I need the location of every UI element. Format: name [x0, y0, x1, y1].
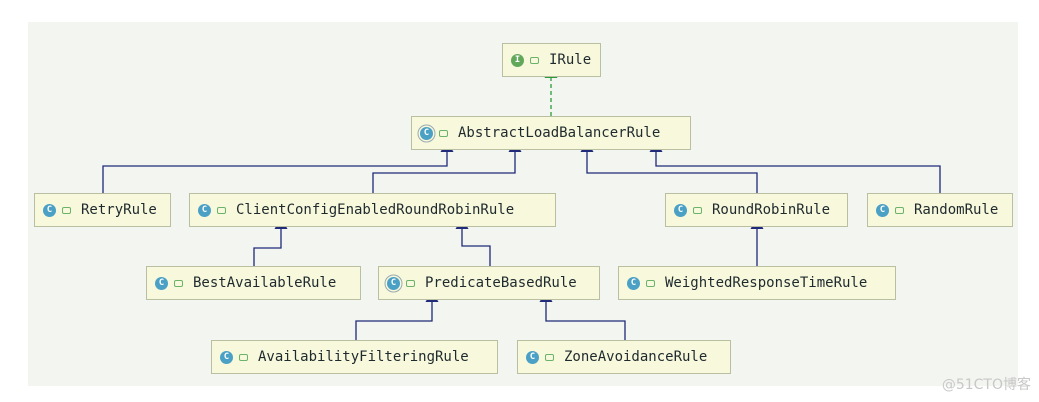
- node-availability-filtering-rule[interactable]: C AvailabilityFilteringRule: [211, 340, 498, 374]
- public-visibility-icon: [693, 206, 702, 214]
- edge-ccerr-to-alb: [372, 140, 522, 193]
- node-zone-avoidance-rule[interactable]: C ZoneAvoidanceRule: [517, 340, 731, 374]
- public-visibility-icon: [545, 353, 554, 361]
- abstract-class-icon: C: [420, 126, 433, 140]
- node-irule[interactable]: I IRule: [502, 43, 601, 77]
- edge-rr-to-alb: [580, 140, 758, 193]
- public-visibility-icon: [62, 206, 71, 214]
- node-label: RetryRule: [81, 202, 157, 218]
- watermark: @51CTO博客: [941, 377, 1031, 393]
- class-icon: C: [627, 276, 640, 290]
- node-label: ZoneAvoidanceRule: [564, 349, 708, 365]
- node-label: WeightedResponseTimeRule: [665, 275, 868, 291]
- edge-pred-to-ccerr: [455, 217, 491, 266]
- node-predicate-based-rule[interactable]: C PredicateBasedRule: [378, 266, 600, 300]
- public-visibility-icon: [174, 279, 183, 287]
- node-label: AvailabilityFilteringRule: [258, 349, 469, 365]
- node-abstract-load-balancer-rule[interactable]: C AbstractLoadBalancerRule: [411, 116, 691, 150]
- node-client-config-enabled-round-robin-rule[interactable]: C ClientConfigEnabledRoundRobinRule: [189, 193, 556, 227]
- class-icon: C: [198, 203, 211, 217]
- edge-random-to-alb: [649, 140, 941, 193]
- edge-avail-to-pred: [355, 290, 439, 340]
- node-label: RoundRobinRule: [712, 202, 831, 218]
- node-label: ClientConfigEnabledRoundRobinRule: [236, 202, 515, 218]
- class-icon: C: [526, 350, 539, 364]
- class-icon: C: [674, 203, 687, 217]
- public-visibility-icon: [530, 56, 539, 64]
- class-icon: C: [43, 203, 56, 217]
- node-label: RandomRule: [914, 202, 999, 218]
- class-icon: C: [876, 203, 889, 217]
- node-weighted-response-time-rule[interactable]: C WeightedResponseTimeRule: [618, 266, 896, 300]
- public-visibility-icon: [217, 206, 226, 214]
- public-visibility-icon: [895, 206, 904, 214]
- abstract-class-icon: C: [387, 276, 400, 290]
- edge-best-to-ccerr: [253, 217, 288, 266]
- public-visibility-icon: [239, 353, 248, 361]
- edge-retry-to-alb: [102, 140, 454, 193]
- class-icon: C: [220, 350, 233, 364]
- node-label: IRule: [549, 52, 592, 68]
- node-label: PredicateBasedRule: [425, 275, 577, 291]
- class-icon: C: [155, 276, 168, 290]
- node-label: AbstractLoadBalancerRule: [458, 125, 661, 141]
- public-visibility-icon: [439, 129, 448, 137]
- edge-zone-to-pred: [539, 290, 626, 340]
- node-random-rule[interactable]: C RandomRule: [867, 193, 1013, 227]
- node-retry-rule[interactable]: C RetryRule: [34, 193, 171, 227]
- public-visibility-icon: [406, 279, 415, 287]
- node-round-robin-rule[interactable]: C RoundRobinRule: [665, 193, 848, 227]
- node-best-available-rule[interactable]: C BestAvailableRule: [146, 266, 361, 300]
- public-visibility-icon: [646, 279, 655, 287]
- interface-icon: I: [511, 53, 524, 67]
- node-label: BestAvailableRule: [193, 275, 337, 291]
